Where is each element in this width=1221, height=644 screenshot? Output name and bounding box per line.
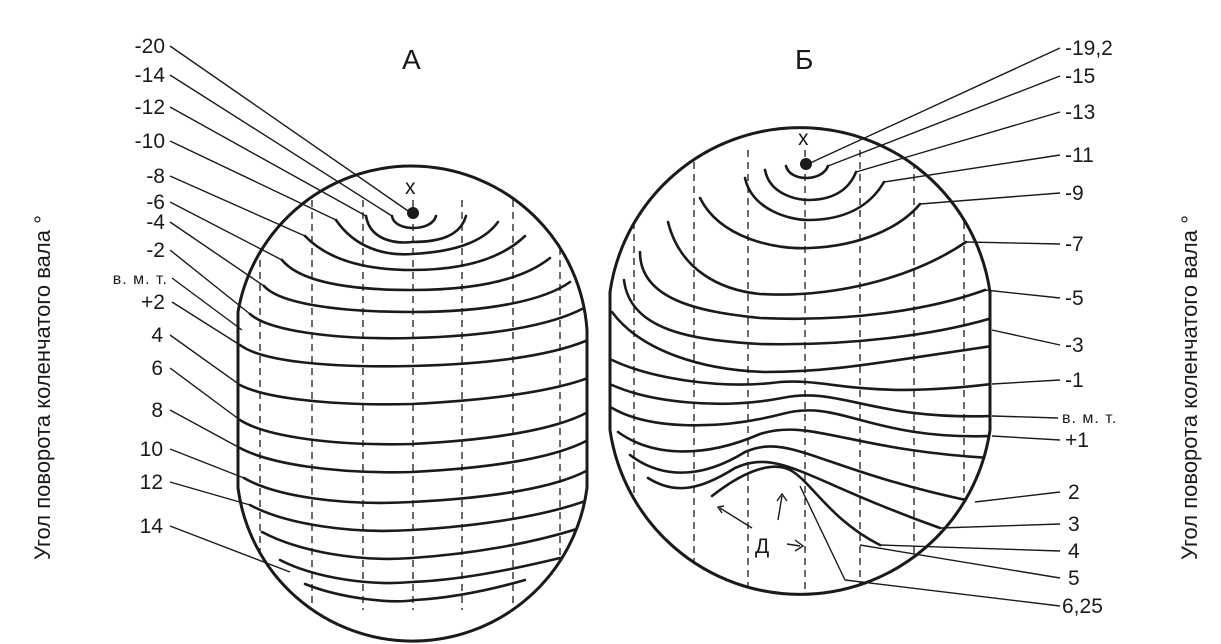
diagram-b-point [800, 158, 812, 170]
b-label: -7 [1065, 233, 1084, 256]
a-label: 14 [140, 515, 164, 538]
a-label: -14 [135, 64, 166, 87]
axis-title-right: Угол поворота коленчатого вала ° [1177, 215, 1202, 560]
diagram-a-title: А [402, 44, 421, 75]
b-label: 6,25 [1062, 595, 1103, 618]
a-label: -4 [146, 211, 165, 234]
b-label: 3 [1068, 513, 1080, 536]
diagram-a-contours [238, 214, 587, 603]
diagram-b-contours [610, 164, 990, 547]
a-label: -8 [146, 165, 165, 188]
diagram-a-outline [236, 164, 589, 643]
b-label: -9 [1065, 182, 1084, 205]
a-label: 6 [151, 357, 163, 380]
b-label: 4 [1068, 540, 1080, 563]
diagram-a-point [407, 207, 419, 219]
b-label: -5 [1065, 287, 1084, 310]
a-label: -2 [146, 239, 165, 262]
diagram-b-point-label: х [798, 127, 809, 150]
a-label: 4 [151, 324, 163, 347]
a-label: -6 [146, 191, 165, 214]
b-label: -15 [1065, 65, 1095, 88]
a-label: -20 [135, 35, 165, 58]
diagram-a-labels: -20 -14 -12 -10 -8 -6 -4 -2 в. м. т. +2 … [113, 35, 168, 538]
diagram-a: А [113, 35, 589, 643]
diagram-b-labels: -19,2 -15 -13 -11 -9 -7 -5 -3 -1 в. м. т… [1062, 37, 1117, 618]
a-label: 10 [140, 438, 163, 461]
diagram-a-point-label: х [405, 176, 416, 199]
a-label: -10 [135, 130, 165, 153]
b-label: +1 [1065, 429, 1089, 452]
a-label: 8 [151, 399, 163, 422]
a-label: 12 [140, 471, 163, 494]
b-label: -13 [1065, 101, 1095, 124]
b-label: в. м. т. [1062, 410, 1117, 427]
zone-d-arrows [716, 492, 805, 552]
axis-title-left: Угол поворота коленчатого вала ° [30, 215, 55, 560]
b-label: -3 [1065, 334, 1084, 357]
b-label: -11 [1065, 144, 1094, 167]
b-label: 5 [1068, 567, 1080, 590]
b-label: -1 [1065, 369, 1084, 392]
zone-d-label: Д [755, 535, 769, 558]
a-label: в. м. т. [113, 271, 168, 288]
diagram-b-outline [608, 126, 992, 596]
diagram-b: Б [608, 37, 1117, 618]
b-label: 2 [1068, 481, 1080, 504]
a-label: -12 [135, 96, 165, 119]
diagram-a-leaders [169, 45, 412, 573]
diagram-b-leaders [799, 47, 1061, 607]
diagram-b-title: Б [795, 44, 813, 75]
b-label: -19,2 [1065, 37, 1113, 60]
a-label: +2 [141, 291, 165, 314]
